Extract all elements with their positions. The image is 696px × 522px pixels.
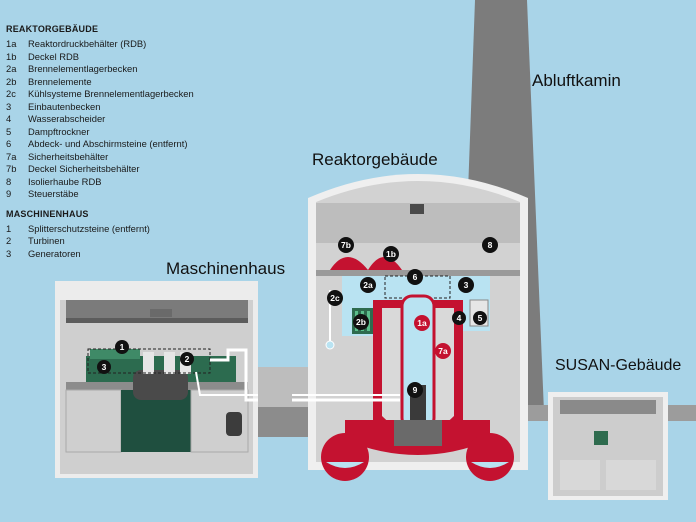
label-maschinenhaus: Maschinenhaus (166, 259, 285, 278)
marker-4: 4 (457, 313, 462, 323)
legend-item-label: Brennelemente (28, 75, 92, 87)
legend-item-number: 1 (6, 222, 12, 234)
legend-item-label: Brennelementlagerbecken (28, 63, 138, 74)
legend-item-number: 4 (6, 113, 12, 124)
label-susan-gebaeude: SUSAN-Gebäude (555, 357, 681, 374)
legend-item: 2b Brennelemente (6, 76, 246, 89)
legend-item: 2c Kühlsysteme Brennelementlagerbecken (6, 88, 246, 101)
legend-item: 6 Abdeck- und Abschirmsteine (entfernt) (6, 138, 246, 151)
legend-item: 1b Deckel RDB (6, 51, 246, 64)
legend-item-label: Kühlsysteme Brennelementlagerbecken (28, 88, 194, 99)
legend-item: 7a Sicherheitsbehälter (6, 151, 246, 164)
legend-item: 9 Steuerstäbe (6, 188, 246, 201)
marker-1b: 1b (386, 249, 396, 259)
legend-item-number: 9 (6, 188, 12, 199)
reaktorgebaeude-building (292, 174, 528, 481)
legend-item-label: Sicherheitsbehälter (28, 150, 109, 162)
legend-item-label: Turbinen (28, 235, 65, 246)
legend-item-label: Splitterschutzsteine (entfernt) (28, 222, 150, 234)
legend-item: 2a Brennelementlagerbecken (6, 63, 246, 76)
marker-8: 8 (488, 240, 493, 250)
marker-7b: 7b (341, 240, 351, 250)
legend-item: 3 Generatoren (6, 248, 246, 261)
legend-item-number: 7a (6, 150, 17, 162)
legend-item-number: 6 (6, 138, 12, 149)
legend-item-number: 2 (6, 235, 12, 246)
legend: REAKTORGEBÄUDE 1a Reaktordruckbehälter (R… (6, 24, 246, 260)
legend-item-label: Isolierhaube RDB (28, 175, 102, 187)
maschinenhaus-building (55, 281, 292, 478)
marker-9: 9 (413, 385, 418, 395)
legend-item-label: Steuerstäbe (28, 188, 79, 199)
susan-building (548, 392, 668, 500)
legend-item-label: Abdeck- und Abschirmsteine (entfernt) (28, 138, 188, 149)
legend-item-label: Generatoren (28, 247, 81, 259)
marker-turbine-3: 3 (102, 362, 107, 372)
legend-title-maschinenhaus: MASCHINENHAUS (6, 208, 89, 219)
legend-item-number: 5 (6, 125, 12, 137)
marker-1a: 1a (417, 318, 427, 328)
legend-item: 5 Dampftrockner (6, 126, 246, 139)
marker-turbine-1: 1 (120, 342, 125, 352)
legend-item-label: Deckel RDB (28, 50, 80, 62)
legend-item: 4 Wasserabscheider (6, 113, 246, 126)
legend-item: 8 Isolierhaube RDB (6, 176, 246, 189)
legend-item-number: 2b (6, 75, 17, 87)
legend-item-number: 8 (6, 175, 12, 187)
marker-5: 5 (478, 313, 483, 323)
legend-item-label: Deckel Sicherheitsbehälter (28, 163, 140, 174)
marker-7a: 7a (438, 346, 448, 356)
legend-item: 2 Turbinen (6, 235, 246, 248)
marker-2c: 2c (330, 293, 340, 303)
legend-item-number: 2c (6, 88, 16, 99)
legend-item-label: Reaktordruckbehälter (RDB) (28, 38, 147, 49)
legend-item-label: Dampftrockner (28, 125, 90, 137)
label-reaktorgebaeude: Reaktorgebäude (312, 150, 438, 169)
legend-item-number: 3 (6, 247, 12, 259)
legend-item-number: 2a (6, 63, 17, 74)
legend-item-number: 3 (6, 100, 12, 112)
legend-item-number: 1b (6, 50, 17, 62)
marker-2b: 2b (356, 317, 366, 327)
legend-item-label: Einbautenbecken (28, 100, 101, 112)
marker-2a: 2a (363, 280, 373, 290)
legend-title-reaktorgebaeude: REAKTORGEBÄUDE (6, 24, 99, 34)
legend-item-number: 7b (6, 163, 17, 174)
marker-6: 6 (413, 272, 418, 282)
legend-item-label: Wasserabscheider (28, 113, 106, 124)
legend-item: 7b Deckel Sicherheitsbehälter (6, 163, 246, 176)
label-abluftkamin: Abluftkamin (532, 71, 621, 90)
legend-item: 1a Reaktordruckbehälter (RDB) (6, 38, 246, 51)
marker-turbine-2: 2 (185, 354, 190, 364)
legend-item-number: 1a (6, 38, 17, 49)
legend-item: 3 Einbautenbecken (6, 101, 246, 114)
marker-3: 3 (464, 280, 469, 290)
legend-item: 1 Splitterschutzsteine (entfernt) (6, 223, 246, 236)
